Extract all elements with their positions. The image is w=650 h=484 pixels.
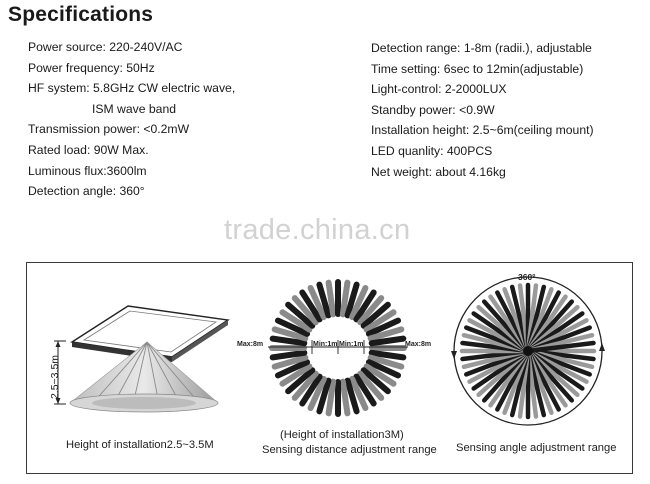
spec-installation-height: Installation height: 2.5~6m(ceiling moun… [371, 123, 594, 138]
spec-power-source: Power source: 220-240V/AC [28, 40, 183, 54]
spec-light-control: Light-control: 2-2000LUX [371, 82, 507, 97]
height-caption: Height of installation2.5~3.5M [66, 439, 214, 451]
spec-transmission-power: Transmission power: <0.2mW [28, 122, 190, 137]
spec-time-setting: Time setting: 6sec to 12min(adjustable) [371, 61, 584, 76]
distance-caption-line1: (Height of installation3M) [280, 429, 404, 441]
spec-led-quantity: LED quanlity: 400PCS [371, 143, 493, 158]
spec-power-frequency: Power frequency: 50Hz [28, 60, 155, 75]
watermark: trade.china.cn [224, 214, 411, 246]
spec-luminous-flux: Luminous flux:3600lm [28, 163, 147, 178]
distance-caption-line2: Sensing distance adjustment range [262, 444, 437, 456]
spec-hf-system-band: ISM wave band [92, 101, 177, 116]
label-max-left: Max:8m [237, 341, 264, 348]
label-max-right: Max:8m [405, 341, 432, 348]
spec-detection-range: Detection range: 1-8m (radii.), adjustab… [371, 41, 592, 55]
specs-list-right: Detection range: 1-8m (radii.), adjustab… [371, 38, 594, 182]
spec-hf-system: HF system: 5.8GHz CW electric wave, [28, 81, 236, 96]
diagram-panel [26, 262, 633, 474]
page-title: Specifications [8, 3, 154, 26]
spec-detection-angle: Detection angle: 360° [28, 184, 145, 199]
spec-rated-load: Rated load: 90W Max. [28, 142, 149, 157]
label-min-left: Min:1m [313, 341, 338, 348]
spec-net-weight: Net weight: about 4.16kg [371, 164, 506, 179]
height-dimension-label: 2.5~3.5m [49, 354, 61, 400]
angle-caption: Sensing angle adjustment range [456, 442, 617, 454]
label-min-right: Min:1m [339, 341, 364, 348]
spec-standby-power: Standby power: <0.9W [371, 102, 495, 117]
specs-list-left: Power source: 220-240V/AC Power frequenc… [28, 37, 235, 202]
angle-label: 360° [518, 272, 536, 282]
